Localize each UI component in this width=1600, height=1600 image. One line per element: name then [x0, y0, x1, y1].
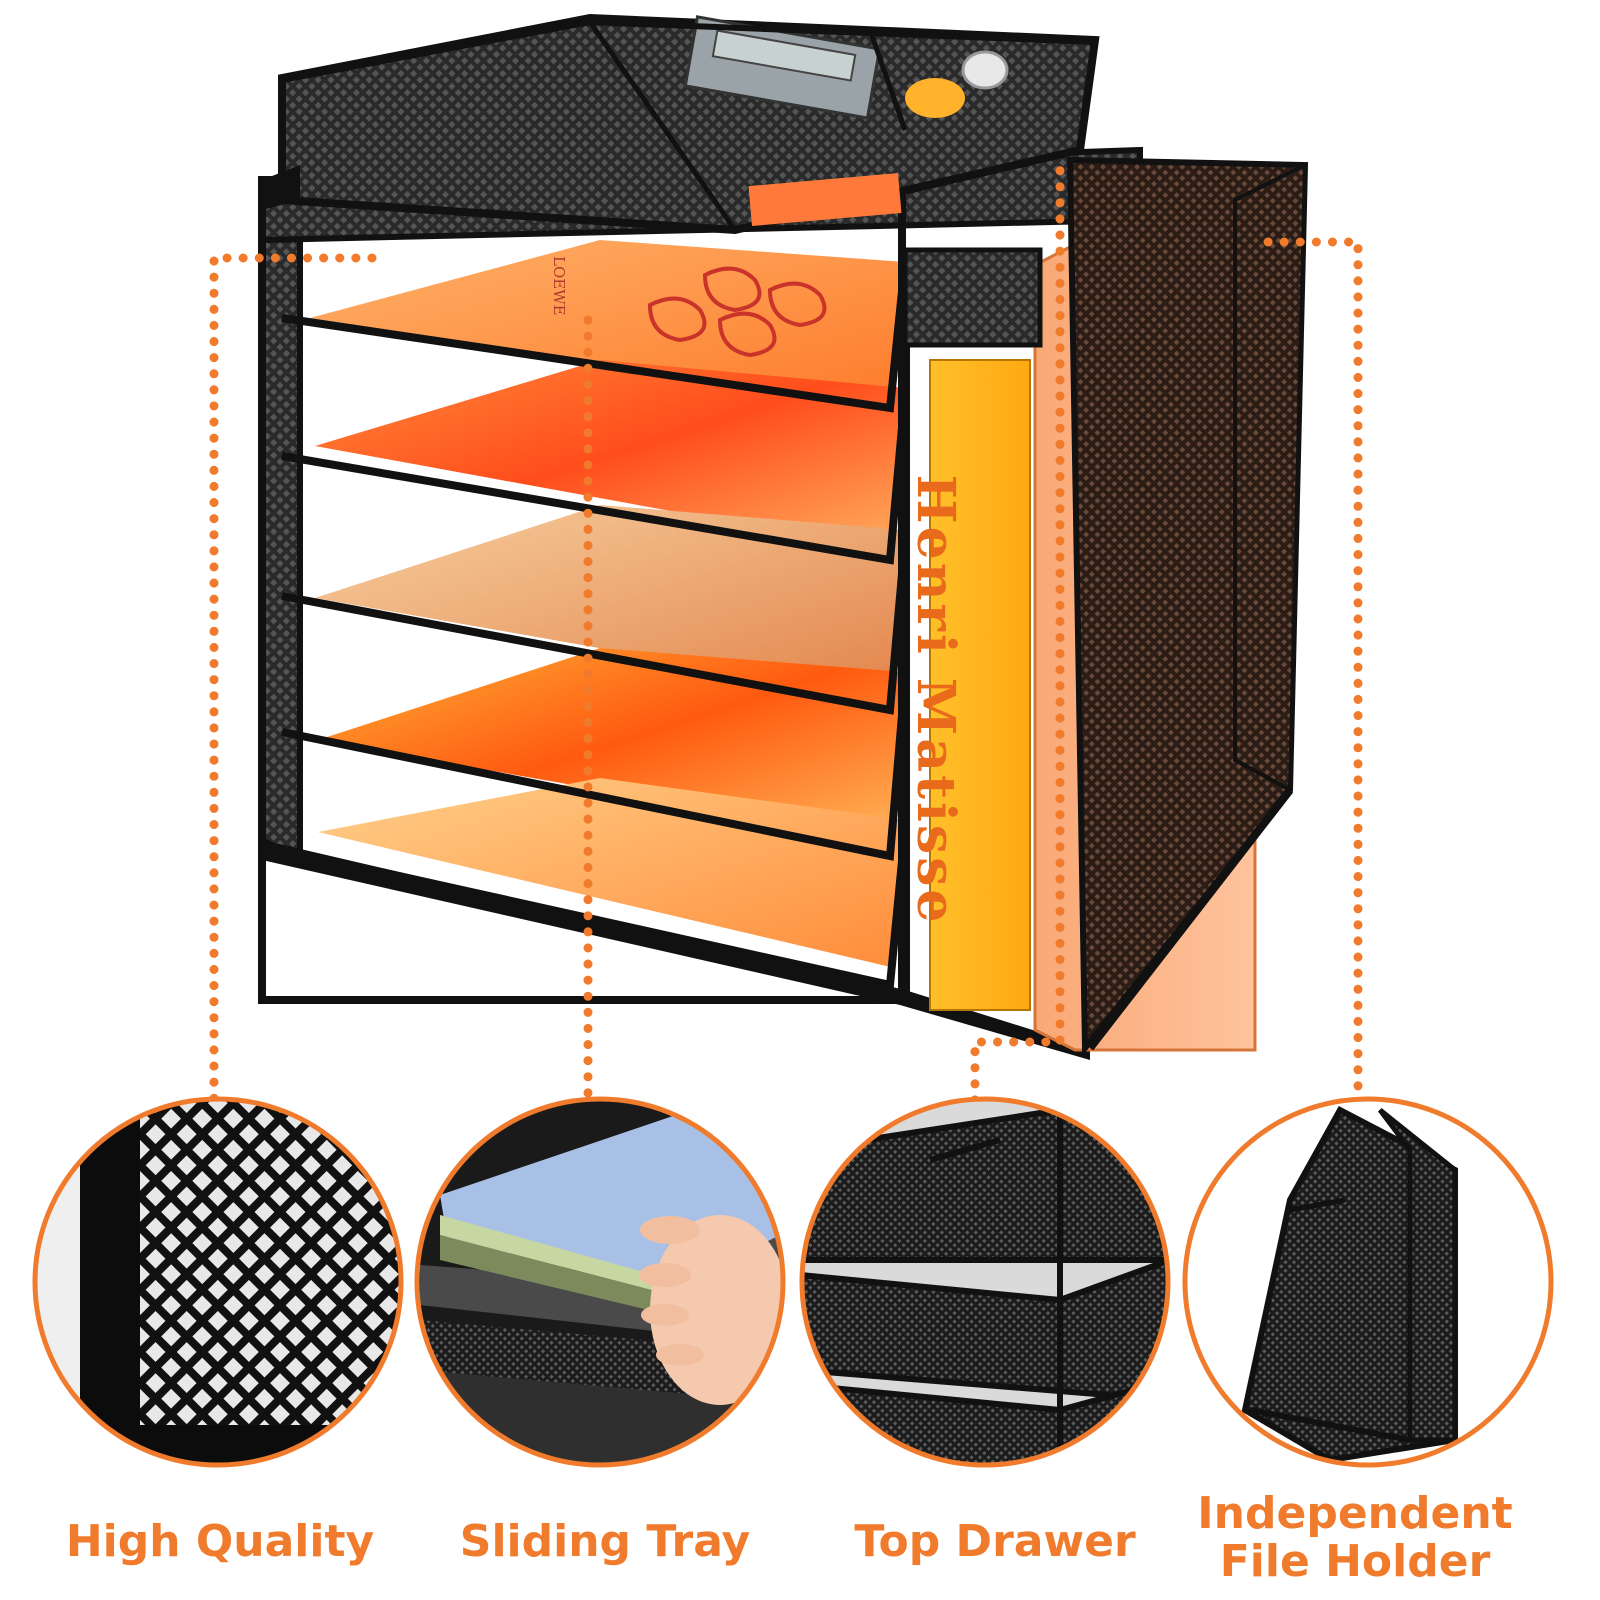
feature-label-high-quality: High Quality [65, 1516, 375, 1567]
top-drawer [262, 13, 1100, 235]
feature-circle-sliding-tray [414, 1096, 786, 1468]
paper-brand-text: LOEWE [550, 256, 568, 316]
connector-lines [209, 150, 1363, 1113]
feature-circle-high-quality [32, 1096, 404, 1468]
paper-logo [647, 266, 827, 358]
book-spine-title: Henri Matisse [905, 474, 966, 926]
feature-circle-top-drawer [799, 1096, 1171, 1468]
feature-label-file-holder: Independent File Holder [1197, 1488, 1513, 1588]
feature-label-sliding-tray: Sliding Tray [459, 1516, 751, 1567]
feature-circle-file-holder [1182, 1096, 1554, 1468]
book [929, 359, 1031, 1011]
feature-label-top-drawer: Top Drawer [854, 1516, 1136, 1567]
tray-papers [310, 240, 905, 968]
organizer [258, 13, 1309, 1060]
